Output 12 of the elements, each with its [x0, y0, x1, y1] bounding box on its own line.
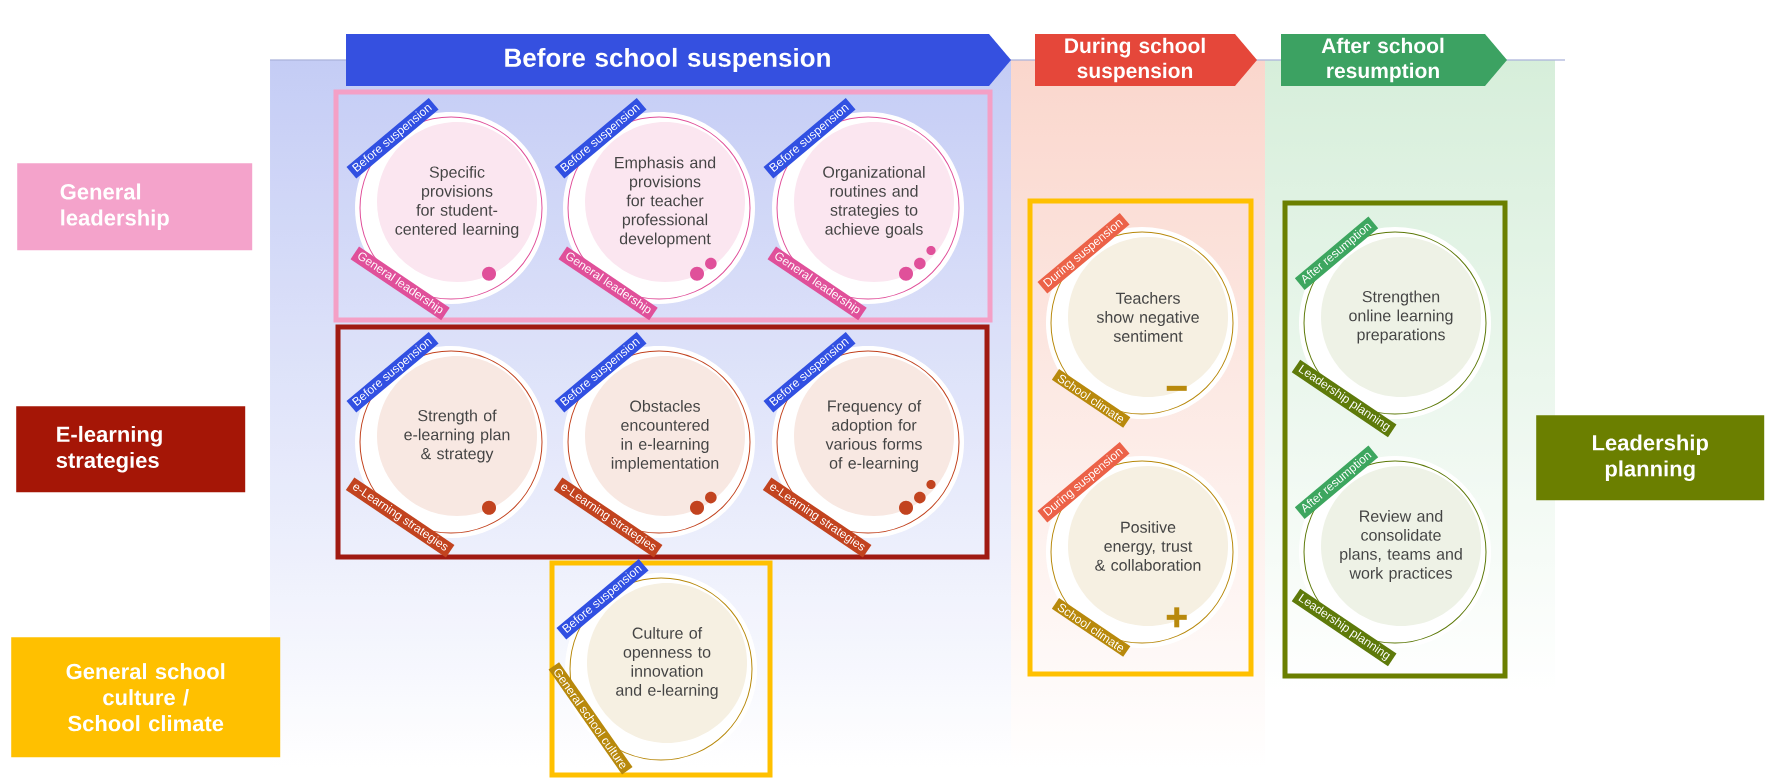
category-label: E-learning strategies [16, 406, 246, 493]
group-frame [1282, 200, 1508, 679]
group-frame [549, 560, 773, 778]
category-label: Leadership planning [1536, 415, 1765, 501]
category-label: General school culture / School climate [11, 637, 281, 758]
group-frame [333, 89, 993, 323]
group-frame [335, 324, 990, 560]
category-label: General leadership [17, 163, 253, 251]
phase-banner: Before school suspension [346, 34, 1011, 86]
group-frame [1027, 198, 1254, 677]
phase-banner: After school resumption [1281, 34, 1507, 86]
phase-banner: During school suspension [1035, 34, 1257, 86]
